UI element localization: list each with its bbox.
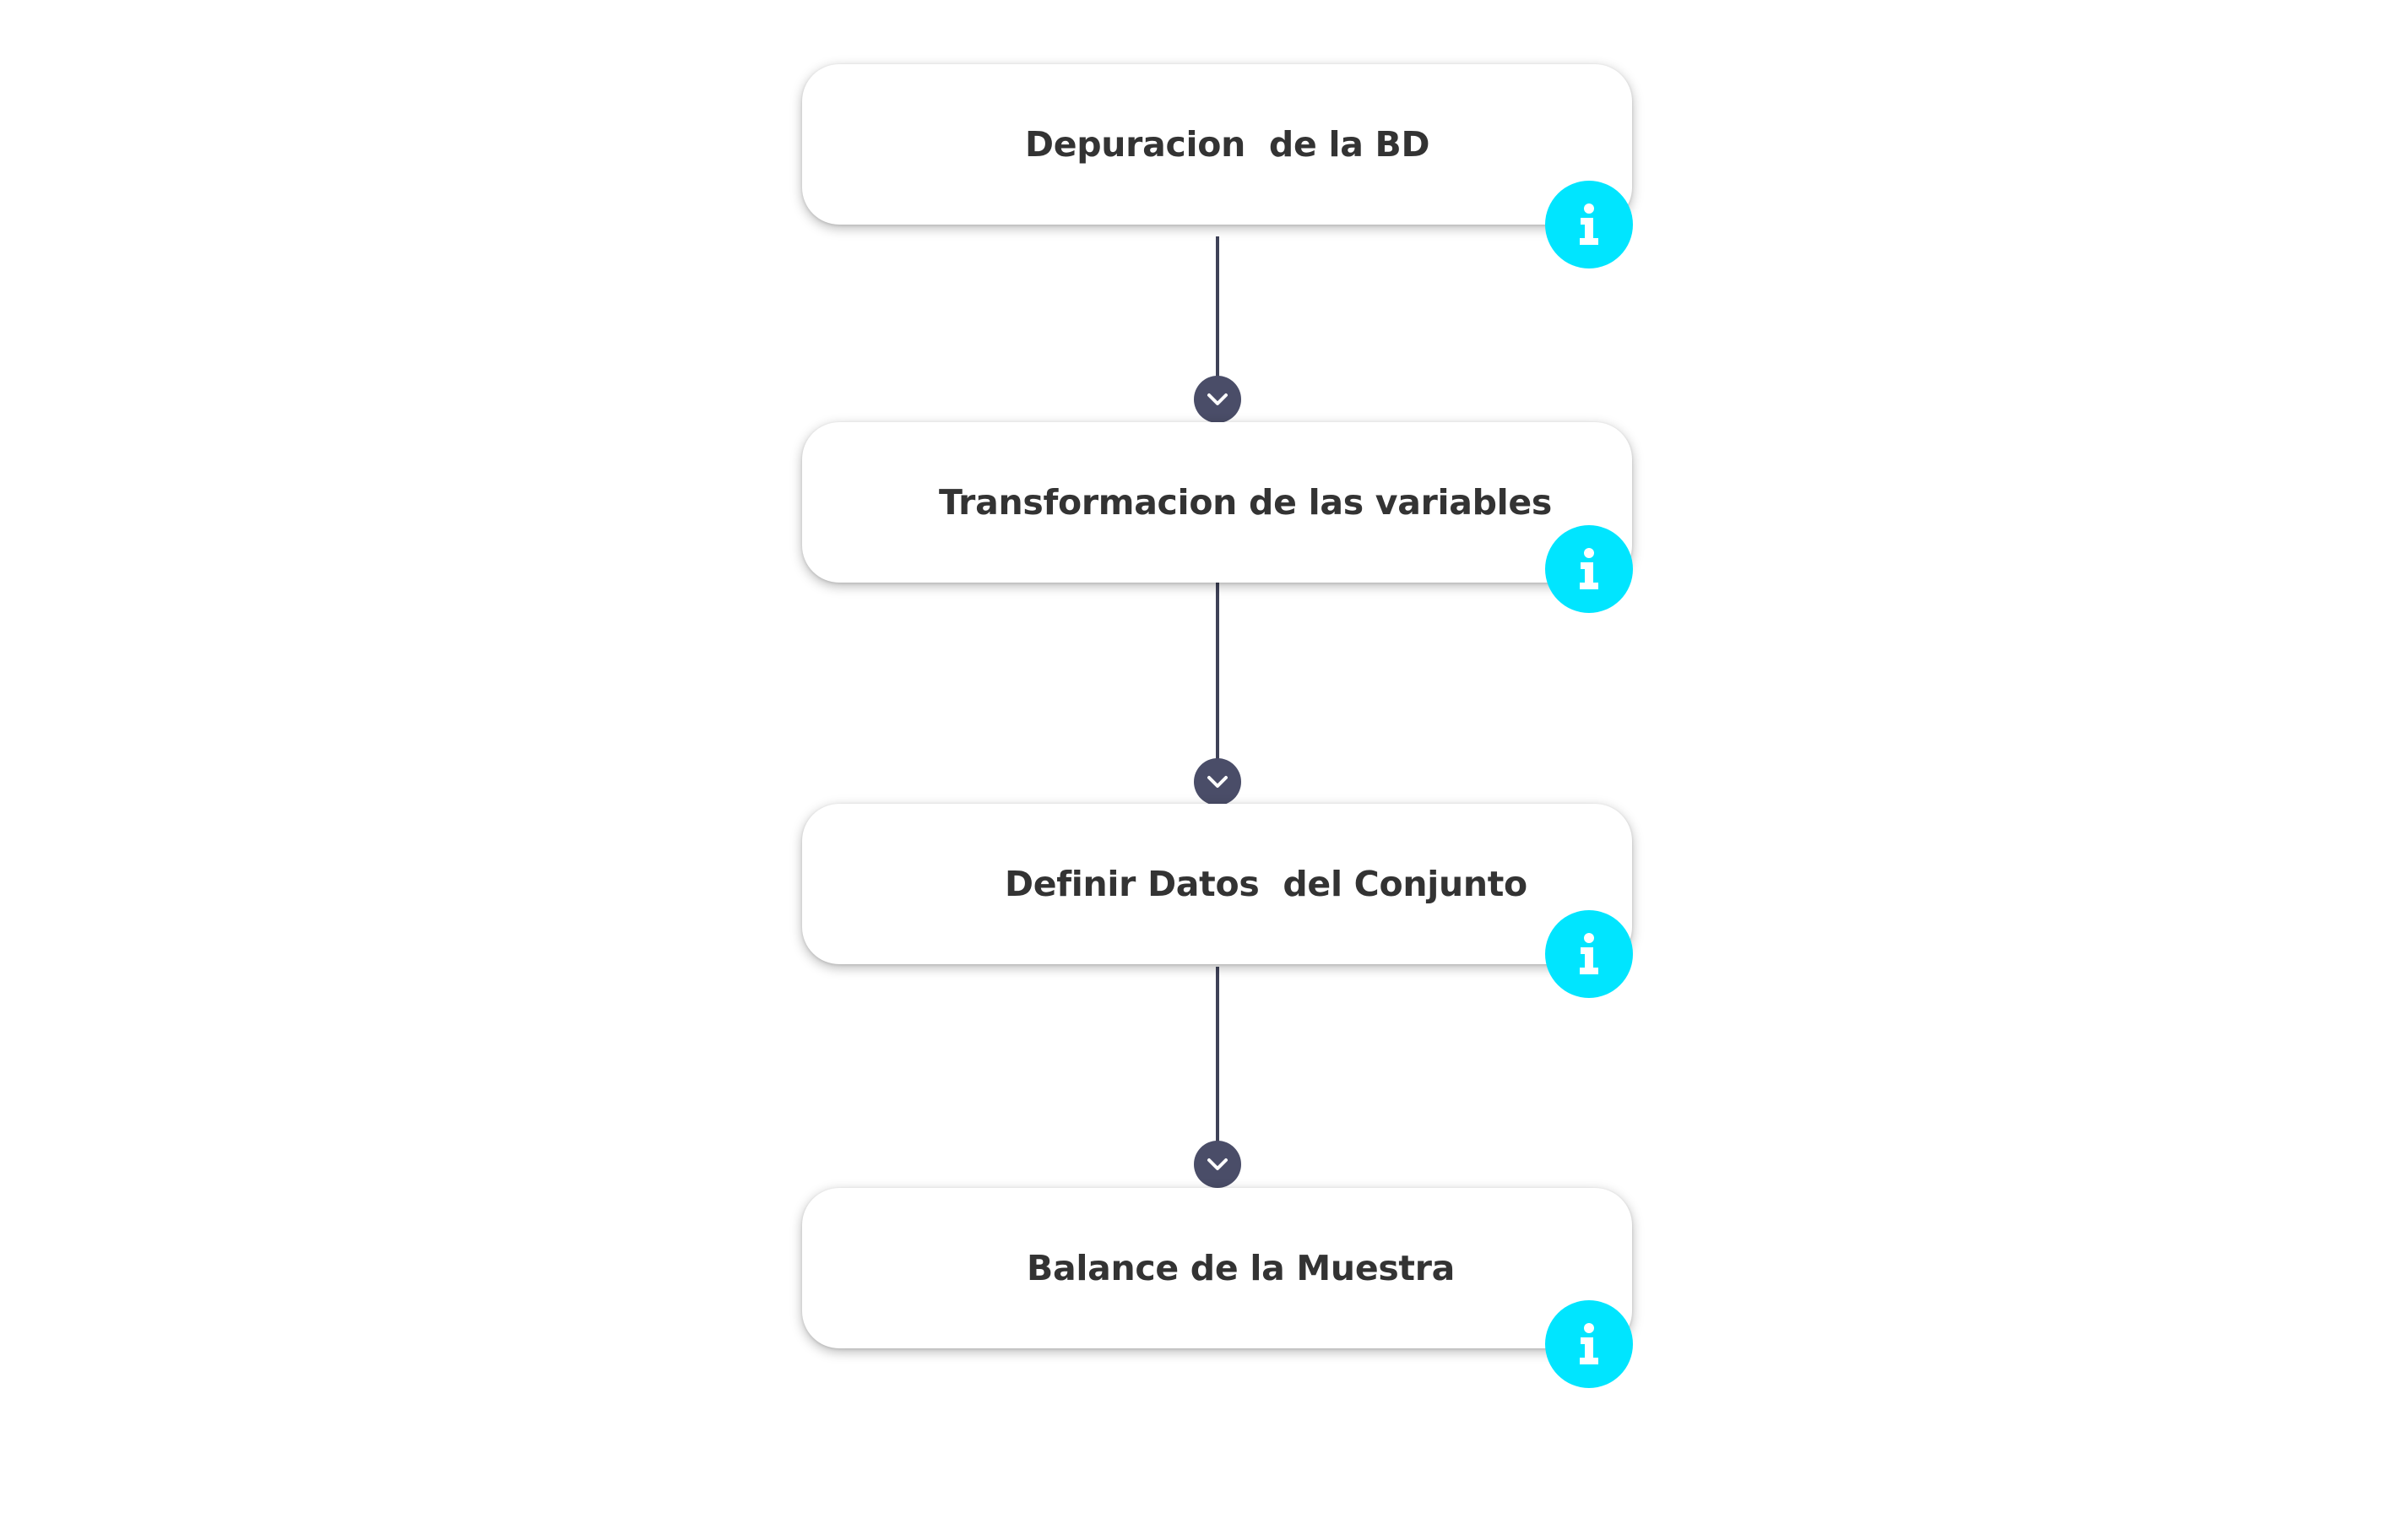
flow-arrow-node: [1194, 758, 1241, 805]
step-card-transformacion[interactable]: Transformacion de las variables: [802, 422, 1632, 583]
info-button[interactable]: [1545, 910, 1633, 998]
chevron-down-icon: [1207, 393, 1228, 405]
flow-arrow-node: [1194, 376, 1241, 423]
step-card-definir-datos[interactable]: Definir Datos del Conjunto: [802, 804, 1632, 964]
chevron-down-icon: [1207, 776, 1228, 788]
connector-line: [1216, 236, 1219, 397]
info-button[interactable]: [1545, 1300, 1633, 1388]
connector-line: [1216, 583, 1219, 777]
info-icon: [1580, 548, 1598, 589]
info-icon: [1580, 933, 1598, 974]
step-card-depuracion[interactable]: Depuracion de la BD: [802, 64, 1632, 225]
info-button[interactable]: [1545, 181, 1633, 268]
step-label: Depuracion de la BD: [1025, 124, 1430, 165]
step-label: Balance de la Muestra: [1027, 1248, 1456, 1288]
info-icon: [1580, 203, 1598, 245]
chevron-down-icon: [1207, 1158, 1228, 1170]
step-card-balance[interactable]: Balance de la Muestra: [802, 1188, 1632, 1348]
step-label: Transformacion de las variables: [939, 482, 1553, 523]
step-label: Definir Datos del Conjunto: [1005, 864, 1527, 904]
info-icon: [1580, 1323, 1598, 1364]
flow-arrow-node: [1194, 1141, 1241, 1188]
connector-line: [1216, 967, 1219, 1161]
info-button[interactable]: [1545, 525, 1633, 613]
